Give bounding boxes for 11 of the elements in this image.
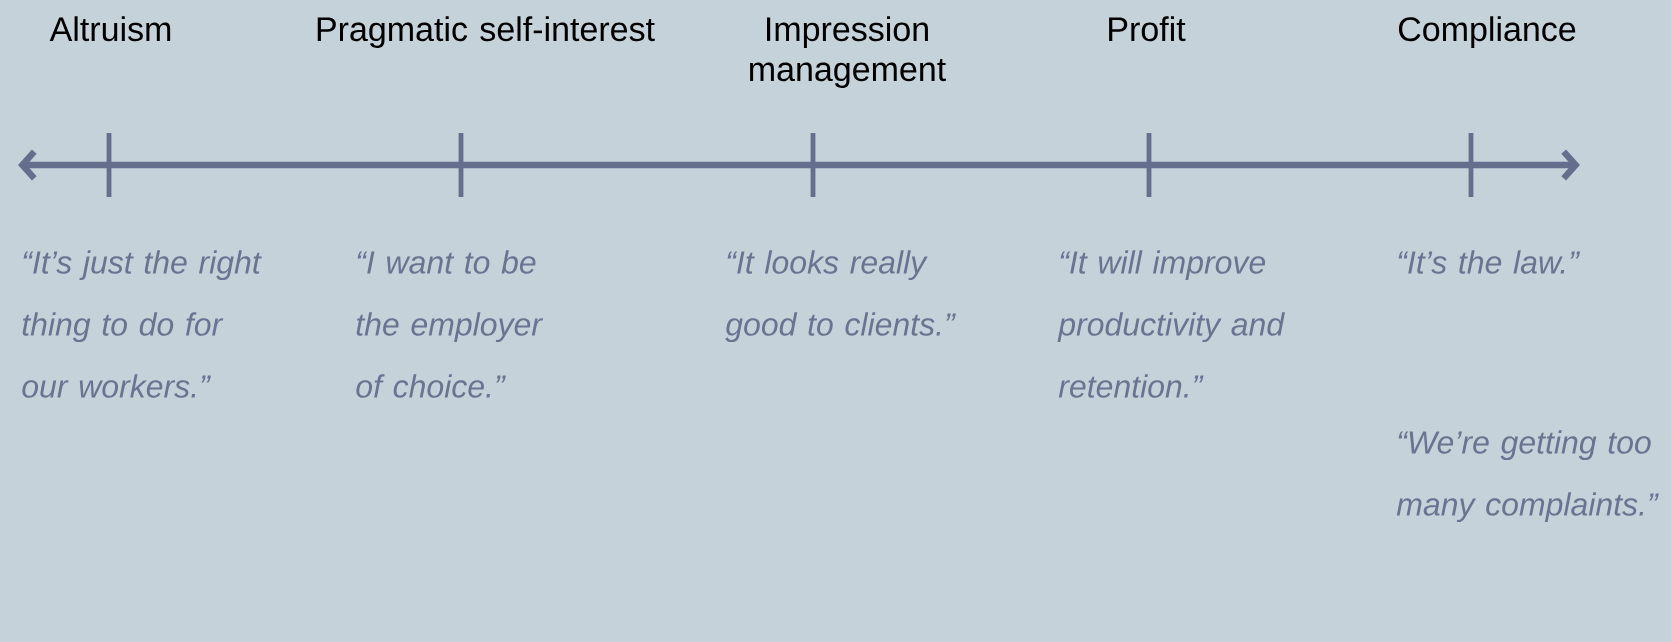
scale-heading: Altruism [49,16,171,42]
quote-text: “I want to be the employer of choice.” [356,250,544,398]
quote-text: “It’s the law.” [1398,250,1581,274]
scale-heading: Pragmatic self-interest [317,16,655,48]
quote-text: “We’re getting too many complaints.” [1396,430,1659,523]
quote-text: “It looks really good to clients.” [725,250,956,343]
scale-heading: Compliance [1398,16,1576,48]
scale-heading: Impression management [750,16,946,88]
quote-text: “It will improve productivity and retention.” [1057,250,1285,398]
quote-text: “It’s just the right thing to do for our workers.” [22,250,262,398]
scale-heading: Profit [1109,16,1186,42]
